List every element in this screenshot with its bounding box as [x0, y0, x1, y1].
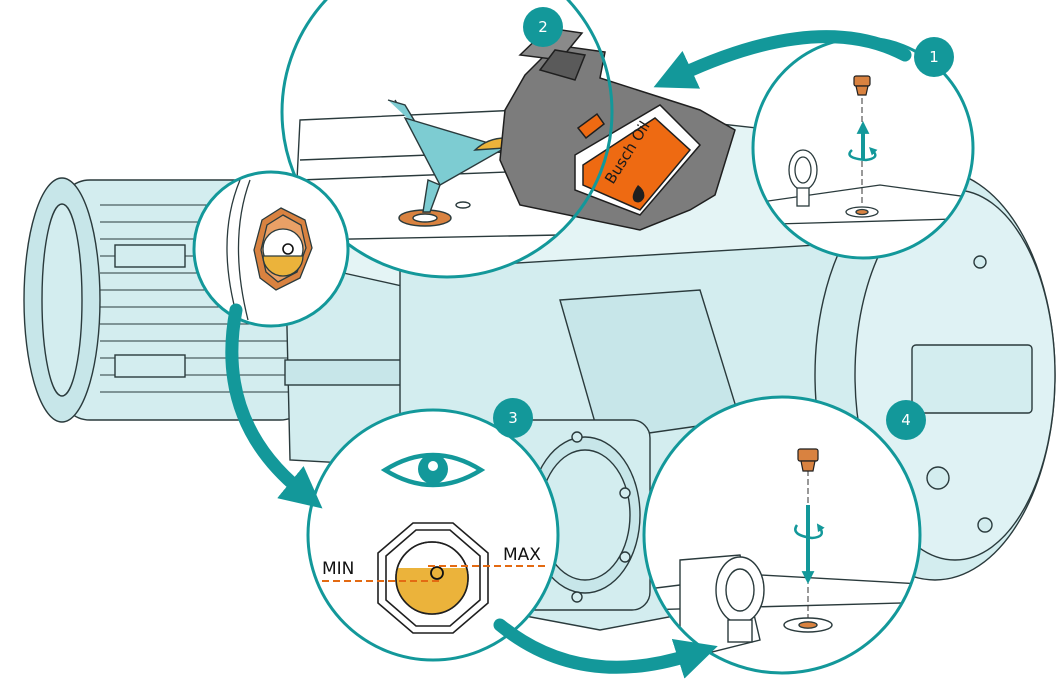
svg-text:1: 1	[929, 48, 939, 66]
oil-fill-plug	[853, 75, 871, 96]
arrow-step3-to-step4	[493, 618, 718, 679]
step-1-detail	[751, 36, 975, 260]
step-badge-3: 3	[493, 398, 533, 438]
eye-icon	[380, 452, 486, 488]
max-label: MAX	[503, 545, 541, 565]
svg-text:3: 3	[508, 409, 518, 427]
svg-text:2: 2	[538, 18, 548, 36]
arrow-sightglass-to-step3	[225, 303, 323, 509]
arrow-step1-to-step2	[653, 30, 912, 89]
sight-glass-detail	[192, 170, 350, 328]
oil-container	[499, 27, 736, 231]
step-2-detail: Busch Oil	[280, 0, 736, 279]
funnel	[387, 99, 507, 213]
rotate-arrow-icon	[848, 147, 878, 162]
flow-arrows	[225, 30, 912, 679]
step-3-detail: MIN MAX	[306, 408, 560, 662]
sight-glass	[377, 522, 489, 634]
busch-logo-icon	[576, 112, 606, 140]
oil-fill-plug-refit	[797, 448, 819, 472]
min-label: MIN	[322, 559, 354, 579]
step-badge-1: 1	[914, 37, 954, 77]
oil-drop-icon	[632, 185, 645, 203]
rotate-arrow-icon	[794, 523, 825, 540]
step-badge-4: 4	[886, 400, 926, 440]
svg-text:4: 4	[901, 411, 911, 429]
step-badge-2: 2	[523, 7, 563, 47]
